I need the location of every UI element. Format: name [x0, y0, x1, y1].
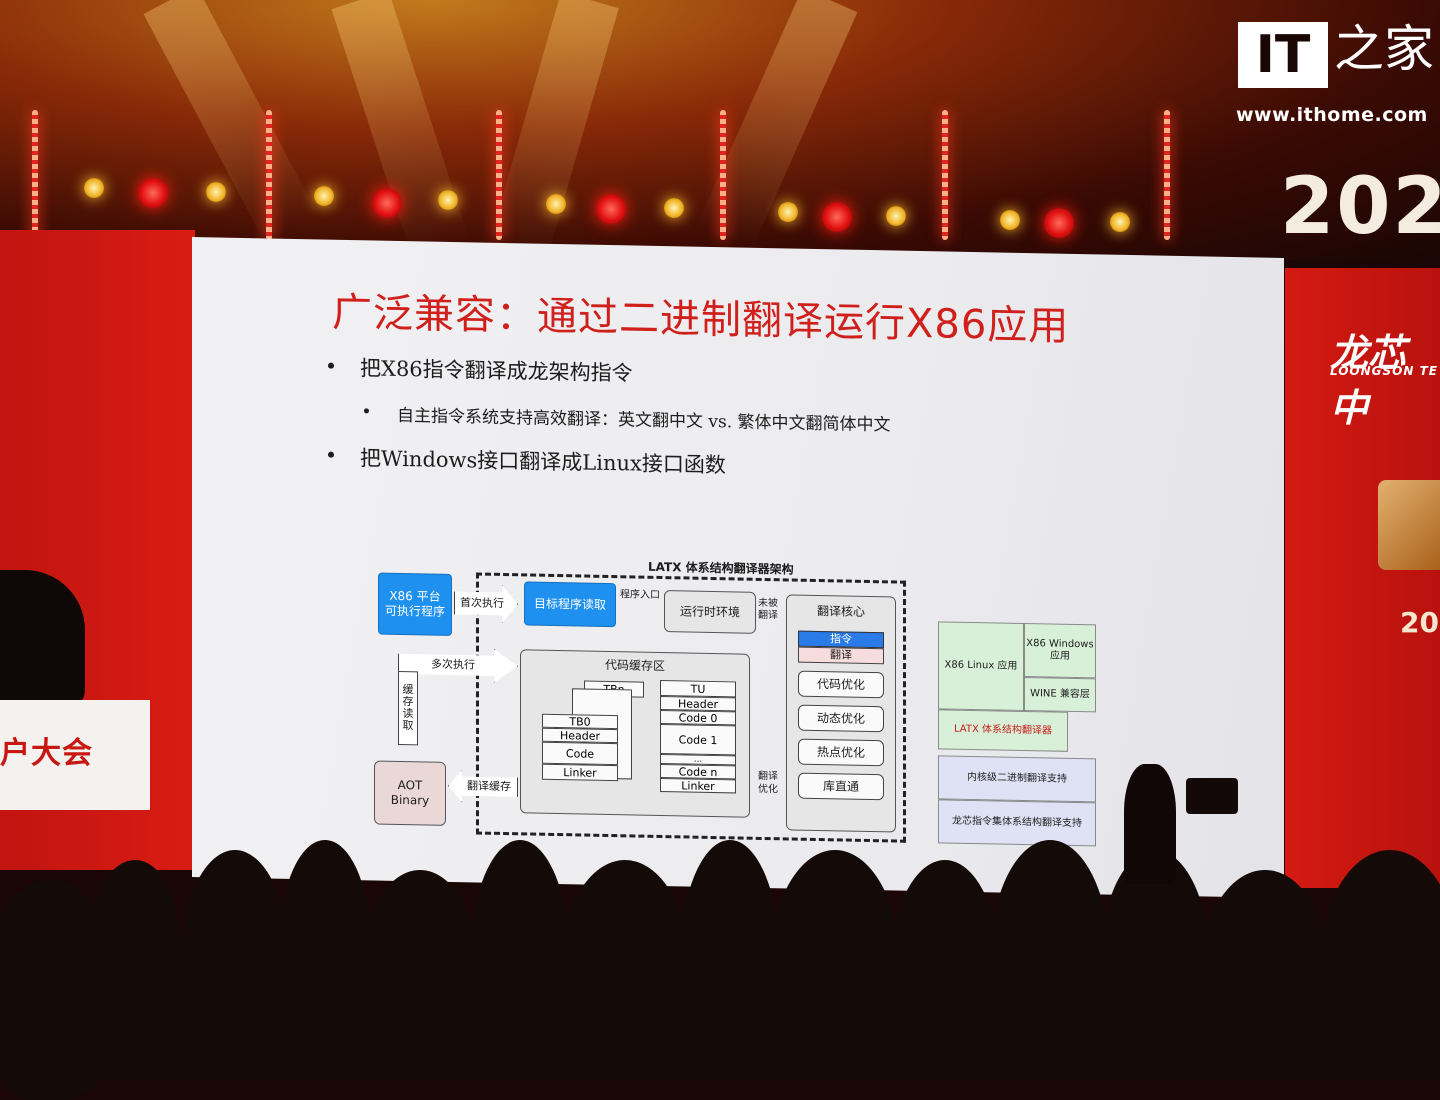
bullet-dot [364, 408, 369, 414]
slide-title: 广泛兼容：通过二进制翻译运行X86应用 [332, 289, 1070, 350]
led-strip [942, 110, 948, 240]
stack-x86-windows: X86 Windows 应用 [1024, 622, 1096, 679]
stage-lamp [138, 178, 168, 208]
led-strip [266, 110, 272, 240]
stage-lamp [438, 190, 458, 210]
bullet-dot [328, 451, 334, 458]
bullet-1: 把X86指令翻译成龙架构指令 [360, 356, 633, 386]
tu-code-1: Code 1 [660, 723, 736, 756]
event-year: 2023 [1280, 162, 1440, 252]
tu-linker: Linker [660, 777, 736, 794]
translate-optimize-label: 翻译 优化 [758, 770, 778, 796]
cache-read-arrow: 缓 存 读 取 [398, 670, 418, 746]
stage-lamp [1044, 208, 1074, 238]
stage-lamp [822, 202, 852, 232]
camera-operator [1124, 764, 1176, 884]
tu-title: TU [660, 679, 736, 698]
speaker-silhouette [0, 570, 85, 710]
first-run-label: 首次执行 [460, 596, 504, 611]
core-item-dynamic-opt: 动态优化 [798, 704, 884, 733]
target-read-node: 目标程序读取 [524, 581, 616, 628]
event-emblem [1378, 480, 1440, 570]
not-translated-label: 未被 翻译 [758, 597, 778, 622]
stage-lamp [596, 194, 626, 224]
ithome-logo-it: IT [1255, 25, 1311, 85]
stage-lamp [664, 198, 684, 218]
bullet-dot [328, 362, 334, 369]
stage-lamp [84, 178, 104, 198]
program-entry-label: 程序入口 [620, 589, 660, 601]
presentation-slide: 广泛兼容：通过二进制翻译运行X86应用 把X86指令翻译成龙架构指令 自主指令系… [192, 237, 1284, 898]
aot-binary-node: AOT Binary [374, 760, 446, 826]
stage-lamp [886, 206, 906, 226]
core-item-instruction: 指令 [798, 630, 884, 649]
ithome-url: www.ithome.com [1236, 104, 1428, 126]
code-cache-title: 代码缓存区 [604, 657, 665, 674]
audience [0, 840, 1440, 1100]
runtime-env-node: 运行时环境 [664, 590, 756, 634]
led-strip [496, 110, 502, 240]
core-item-lib-passthrough: 库直通 [798, 772, 884, 801]
brand-name-en: LOONGSON TE [1330, 364, 1438, 378]
stage-lamp [1110, 212, 1130, 232]
core-item-translate: 翻译 [798, 646, 884, 665]
podium-text: 户大会 [0, 736, 93, 771]
stack-latx: LATX 体系结构翻译器 [938, 709, 1068, 752]
right-stage-panel [1285, 268, 1440, 888]
stage-lamp [314, 186, 334, 206]
tu-code-0: Code 0 [660, 709, 736, 726]
x86-executable-node: X86 平台 可执行程序 [378, 572, 452, 636]
tu-code-n: Code n [660, 763, 736, 780]
diagram-title: LATX 体系结构翻译器架构 [648, 559, 794, 577]
led-strip [32, 110, 38, 240]
ithome-logo: IT [1238, 22, 1328, 88]
core-item-code-opt: 代码优化 [798, 670, 884, 699]
bullet-1-sub: 自主指令系统支持高效翻译：英文翻中文 vs. 繁体中文翻简体中文 [397, 405, 891, 436]
led-strip [1164, 110, 1170, 240]
tb0-linker: Linker [542, 763, 618, 782]
event-year-small: 20 [1400, 606, 1439, 639]
translation-core-title: 翻译核心 [816, 604, 865, 619]
stage-lamp [1000, 210, 1020, 230]
stage-lamp [546, 194, 566, 214]
stage-lamp [778, 202, 798, 222]
ithome-logo-cn: 之家 [1334, 20, 1434, 78]
tb0-code: Code [542, 741, 618, 766]
led-strip [720, 110, 726, 240]
multi-run-label: 多次执行 [431, 657, 475, 672]
stack-wine: WINE 兼容层 [1024, 676, 1096, 713]
translate-cache-label: 翻译缓存 [467, 779, 511, 794]
podium [0, 700, 150, 810]
video-camera [1186, 778, 1238, 814]
stage-lamp [372, 188, 402, 218]
tu-header: Header [660, 695, 736, 712]
bullet-2: 把Windows接口翻译成Linux接口函数 [360, 446, 726, 478]
brand-name-cn: 龙芯中 [1330, 331, 1407, 430]
stack-kernel: 内核级二进制翻译支持 [938, 755, 1096, 803]
core-item-hotspot-opt: 热点优化 [798, 738, 884, 767]
tb0-header: Header [542, 727, 618, 744]
stack-x86-linux: X86 Linux 应用 [938, 621, 1024, 711]
stage-lamp [206, 182, 226, 202]
audience-front-row [0, 970, 1440, 1080]
tb0-title: TB0 [542, 713, 618, 730]
